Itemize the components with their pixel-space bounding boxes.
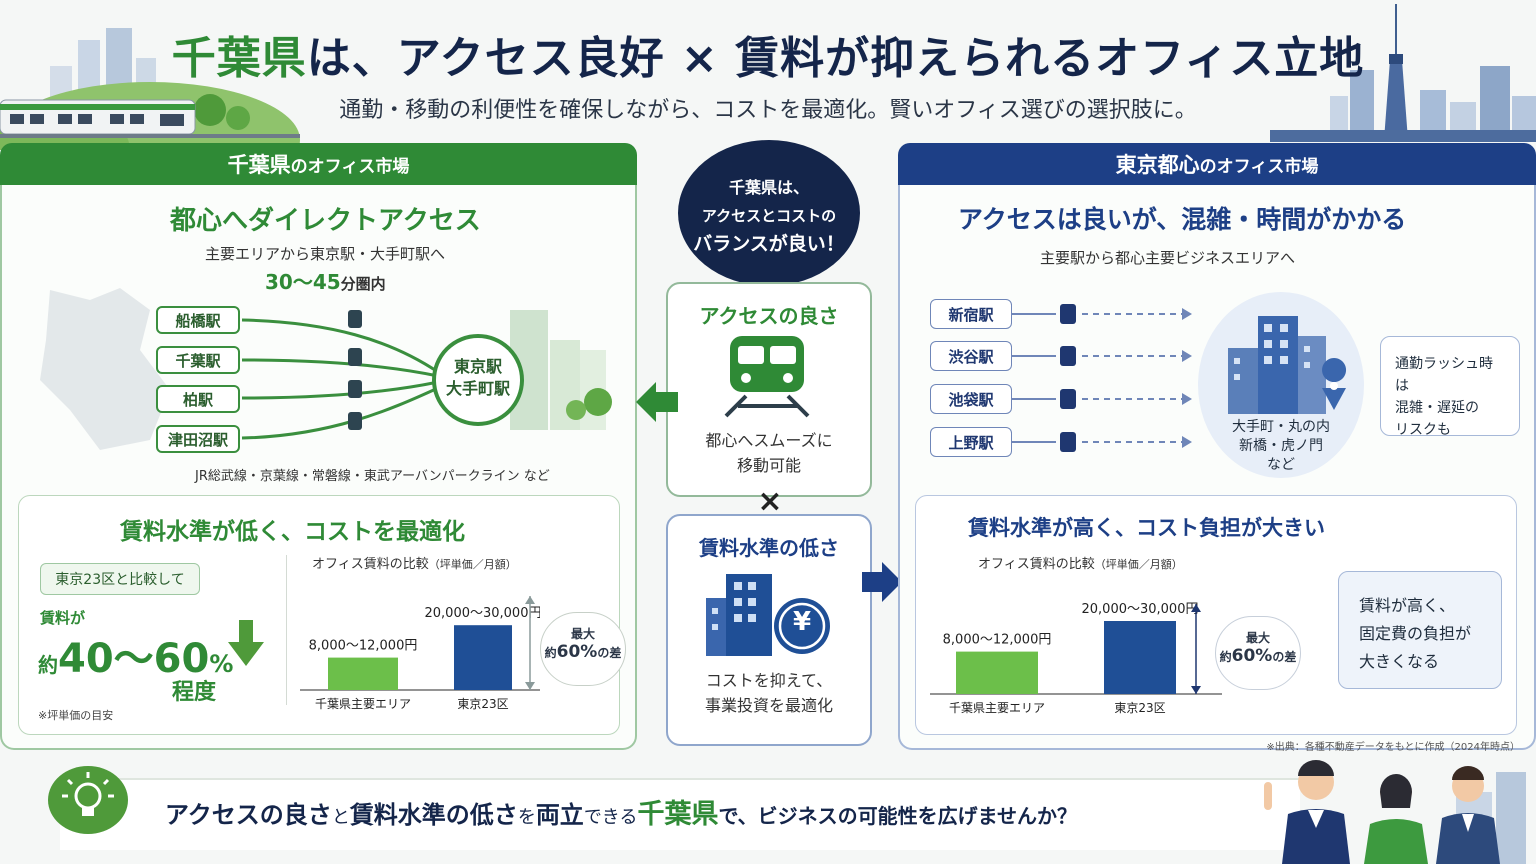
chart-value-label: 8,000～12,000円: [309, 639, 418, 654]
chart-category-label: 千葉県主要エリア: [949, 701, 1045, 715]
chart-bar: [454, 625, 512, 690]
down-arrow-icon: [228, 620, 264, 666]
station-ueno: 上野駅: [930, 427, 1012, 457]
rush-risk-note: 通勤ラッシュ時は 混雑・遅延の リスクも: [1380, 336, 1520, 438]
left-access-heading: 都心へダイレクトアクセス: [170, 206, 481, 236]
left-arrow-icon: [636, 382, 678, 422]
right-skyline: [1270, 4, 1536, 142]
station-kashiwa: 柏駅: [156, 385, 240, 413]
chart-value-label: 20,000～30,000円: [425, 606, 540, 621]
lightbulb-icon: [48, 766, 128, 834]
station-shinjuku: 新宿駅: [930, 299, 1012, 329]
office-building-icon: [1228, 316, 1347, 414]
business-people-illustration: [1264, 760, 1526, 864]
difference-arrow-head: [525, 596, 535, 604]
rent-percent: 約40～60%: [38, 636, 234, 682]
right-arrow-icon: [862, 562, 902, 602]
yen-symbol: ¥: [792, 607, 812, 637]
chart-value-label: 20,000～30,000円: [1082, 602, 1199, 617]
destination-tokyo: 東京駅 大手町駅: [445, 357, 510, 398]
right-access-heading: アクセスは良いが、混雑・時間がかかる: [958, 205, 1407, 234]
left-scenery: [0, 28, 300, 150]
rent-card-desc: コストを抑えて、 事業投資を最適化: [704, 671, 833, 715]
business-area-label: 大手町・丸の内 新橋・虎ノ門 など: [1232, 419, 1330, 473]
right-panel-header: 東京都心のオフィス市場: [898, 143, 1536, 185]
station-tsudanuma: 津田沼駅: [156, 425, 240, 453]
left-panel-header: 千葉県のオフィス市場: [0, 143, 637, 185]
page-title: 千葉県は、アクセス良好 × 賃料が抑えられるオフィス立地: [171, 33, 1365, 84]
chart-bar: [328, 657, 398, 690]
rent-card-title: 賃料水準の低さ: [699, 536, 839, 560]
difference-arrow-head: [1191, 604, 1201, 612]
right-access-sub: 主要駅から都心主要ビジネスエリアへ: [1040, 249, 1296, 267]
right-chart-title: オフィス賃料の比較（坪単価／月額）: [978, 557, 1183, 572]
rent-note: ※坪単価の目安: [38, 709, 114, 722]
tokyo-route-lines: [1012, 304, 1192, 452]
footer-message: アクセスの良さと賃料水準の低さを両立できる千葉県で、ビジネスの可能性を広げません…: [165, 799, 1078, 830]
cost-burden-note: 賃料が高く、 固定費の負担が 大きくなる: [1338, 571, 1502, 689]
chart-bar: [956, 651, 1038, 694]
balance-bubble: 千葉県は、 アクセスとコストの バランスが良い！: [678, 140, 860, 286]
footer-bar: [60, 778, 1300, 850]
source-note: ※出典：各種不動産データをもとに作成（2024年時点）: [1266, 742, 1520, 753]
rent-degree: 程度: [172, 680, 217, 705]
left-chart-divider: [286, 555, 287, 705]
compare-tag: 東京23区と比較して: [40, 563, 200, 595]
left-access-time: 30～45分圏内: [265, 270, 386, 294]
times-symbol: ×: [757, 484, 783, 519]
station-ikebukuro: 池袋駅: [930, 384, 1012, 414]
left-chart-title: オフィス賃料の比較（坪単価／月額）: [312, 557, 517, 572]
left-access-sub: 主要エリアから東京駅・大手町駅へ: [205, 245, 446, 263]
access-card-title: アクセスの良さ: [699, 304, 839, 328]
page-subtitle: 通勤・移動の利便性を確保しながら、コストを最適化。賢いオフィス選びの選択肢に。: [339, 98, 1197, 123]
lines-note: JR総武線・京葉線・常磐線・東武アーバンパークライン など: [195, 469, 550, 484]
right-diff-bubble: 最大 約60%の差: [1215, 616, 1301, 690]
chart-category-label: 東京23区: [1114, 701, 1165, 715]
chart-category-label: 東京23区: [457, 697, 508, 711]
left-rent-heading: 賃料水準が低く、コストを最適化: [120, 519, 465, 545]
station-chiba: 千葉駅: [156, 346, 240, 374]
difference-arrow-head: [1191, 686, 1201, 694]
chart-bar: [1104, 621, 1176, 694]
access-card-desc: 都心へスムーズに 移動可能: [705, 431, 833, 475]
left-rent-card: [18, 495, 620, 735]
chart-value-label: 8,000～12,000円: [943, 633, 1052, 648]
chiba-route-map: [40, 288, 612, 450]
train-icon: [724, 336, 810, 418]
station-shibuya: 渋谷駅: [930, 341, 1012, 371]
left-diff-bubble: 最大 約60%の差: [540, 612, 626, 686]
rent-label: 賃料が: [40, 609, 86, 627]
building-yen-icon: [706, 574, 830, 656]
difference-arrow-head: [525, 682, 535, 690]
station-funabashi: 船橋駅: [156, 306, 240, 334]
chart-category-label: 千葉県主要エリア: [315, 697, 411, 711]
right-rent-heading: 賃料水準が高く、コスト負担が大きい: [968, 516, 1325, 540]
